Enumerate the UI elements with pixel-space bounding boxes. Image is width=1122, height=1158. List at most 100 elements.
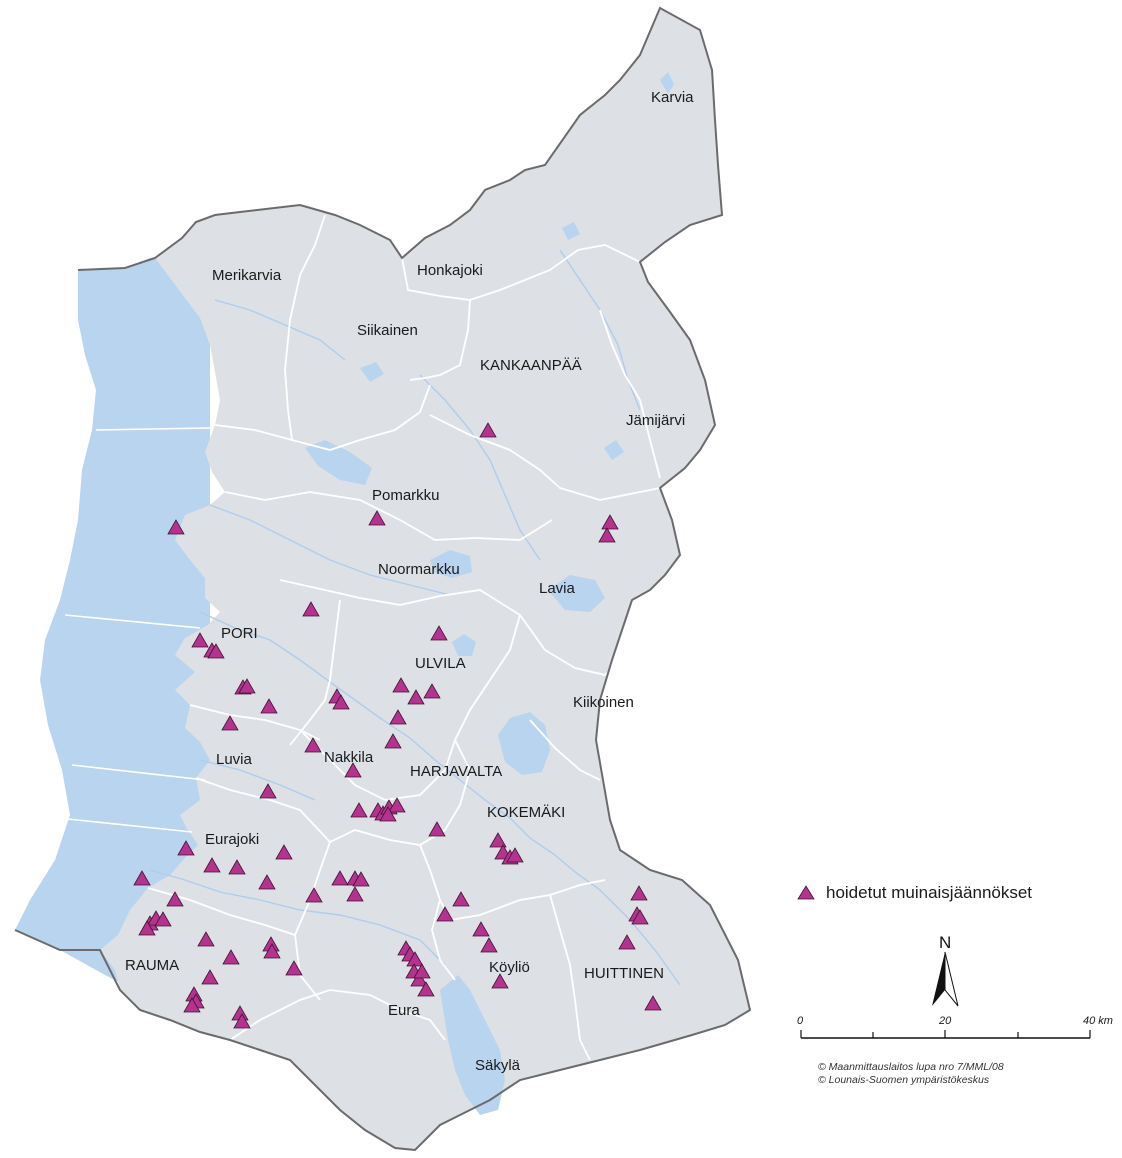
- sea-boundary-4: [57, 817, 193, 833]
- place-labels: Karvia Merikarvia Honkajoki Siikainen KA…: [125, 89, 694, 1074]
- north-arrow-icon: [932, 952, 945, 1006]
- scale-bar: 0 20 40 km: [797, 1015, 1113, 1039]
- label-siikainen: Siikainen: [357, 322, 418, 339]
- site-marker-icon: [166, 891, 184, 907]
- sea-boundaries: [57, 427, 211, 833]
- river-kokemaenjoki: [199, 611, 601, 891]
- site-marker-icon: [388, 797, 406, 813]
- label-jamijarvi: Jämijärvi: [626, 412, 685, 429]
- lake-honkajoki: [562, 222, 580, 240]
- site-marker-icon: [260, 698, 278, 714]
- site-marker-icon: [423, 683, 441, 699]
- site-marker-icon: [631, 909, 649, 925]
- site-marker-icon: [644, 995, 662, 1011]
- label-eurajoki: Eurajoki: [205, 831, 259, 848]
- label-luvia: Luvia: [216, 751, 253, 768]
- lake-karvia: [660, 72, 674, 94]
- scale-label-0: 0: [797, 1015, 804, 1027]
- site-marker-icon: [201, 969, 219, 985]
- label-koylio: Köyliö: [489, 959, 530, 976]
- site-marker-icon: [138, 920, 156, 936]
- boundary-pomarkku-noormarkku: [224, 491, 553, 541]
- site-marker-icon: [238, 678, 256, 694]
- river-huittinen: [599, 889, 681, 986]
- boundary-nakkila: [299, 729, 456, 801]
- label-karvia: Karvia: [651, 89, 694, 106]
- boundary-pori-luvia: [189, 704, 321, 741]
- site-marker-icon: [491, 973, 509, 989]
- municipal-boundaries: [147, 214, 661, 1061]
- site-marker-icon: [346, 886, 364, 902]
- site-marker-icon: [177, 840, 195, 856]
- site-marker-icon: [305, 887, 323, 903]
- lake-noormarkku: [430, 550, 472, 578]
- north-arrow-letter: N: [939, 933, 951, 952]
- site-marker-icon: [203, 857, 221, 873]
- boundary-koylio-huittinen: [549, 894, 591, 1061]
- rivers: [149, 249, 681, 986]
- site-marker-icon: [233, 1013, 251, 1029]
- label-merikarvia: Merikarvia: [212, 267, 282, 284]
- site-marker-icon: [221, 715, 239, 731]
- triangle-marker-icon: [797, 885, 815, 900]
- site-marker-icon: [489, 832, 507, 848]
- region-outline: [14, 6, 752, 1152]
- boundary-kiikoinen-kokemaki: [529, 719, 601, 781]
- site-marker-icon: [436, 906, 454, 922]
- sea-boundary-1: [95, 427, 211, 431]
- sea-boundary-2: [64, 614, 201, 629]
- site-marker-icon: [430, 625, 448, 641]
- site-marker-icon: [207, 643, 225, 659]
- boundary-noormarkku-south: [279, 579, 546, 651]
- boundary-eura-koylio: [431, 899, 456, 981]
- boundary-honkajoki-kankaanpaa: [409, 299, 471, 381]
- boundary-kankaanpaa-south: [429, 414, 661, 501]
- boundary-rauma-eura: [229, 989, 401, 1041]
- site-marker-icon: [263, 943, 281, 959]
- boundary-kokemaki-koylio: [419, 844, 606, 921]
- site-marker-icon: [630, 885, 648, 901]
- river-karvianjoki: [419, 374, 541, 561]
- boundary-merikarvia-siikainen: [284, 214, 326, 441]
- scale-label-40: 40 km: [1083, 1015, 1113, 1027]
- boundary-pori-ulvila: [289, 599, 341, 746]
- site-marker-icon: [384, 733, 402, 749]
- lake-pomarkku: [305, 440, 372, 485]
- label-noormarkku: Noormarkku: [378, 561, 460, 578]
- sea-area: [15, 218, 210, 1005]
- boundary-kankaanpaa-jamijarvi: [599, 309, 661, 479]
- site-marker-icon: [350, 802, 368, 818]
- label-sakyla: Säkylä: [475, 1057, 521, 1074]
- site-marker-icon: [133, 870, 151, 886]
- site-marker-icon: [258, 874, 276, 890]
- lake-jamijarvi: [604, 440, 624, 460]
- sites-layer: [133, 422, 662, 1029]
- label-pori: PORI: [221, 625, 258, 642]
- site-marker-icon: [428, 821, 446, 837]
- site-marker-icon: [480, 937, 498, 953]
- label-ulvila: ULVILA: [415, 655, 466, 672]
- legend-label: hoidetut muinaisjäännökset: [826, 883, 1032, 902]
- site-marker-icon: [344, 762, 362, 778]
- label-huittinen: HUITTINEN: [584, 965, 664, 982]
- site-marker-icon: [275, 844, 293, 860]
- region-land: [100, 8, 750, 1150]
- site-marker-icon: [598, 527, 616, 543]
- site-marker-icon: [452, 891, 470, 907]
- north-arrow-icon-half: [944, 951, 959, 1007]
- site-marker-icon: [222, 949, 240, 965]
- legend: hoidetut muinaisjäännökset: [797, 883, 1032, 902]
- site-marker-icon: [601, 514, 619, 530]
- boundary-lavia-ulvila: [544, 649, 623, 676]
- label-pomarkku: Pomarkku: [372, 487, 440, 504]
- site-marker-icon: [618, 934, 636, 950]
- site-marker-icon: [392, 677, 410, 693]
- label-nakkila: Nakkila: [324, 749, 374, 766]
- site-marker-icon: [389, 709, 407, 725]
- site-marker-icon: [197, 931, 215, 947]
- credit-line-2: © Lounais-Suomen ympäristökeskus: [818, 1074, 990, 1086]
- site-marker-icon: [352, 871, 370, 887]
- label-lavia: Lavia: [539, 580, 576, 597]
- label-kankaanpaa: KANKAANPÄÄ: [480, 357, 582, 374]
